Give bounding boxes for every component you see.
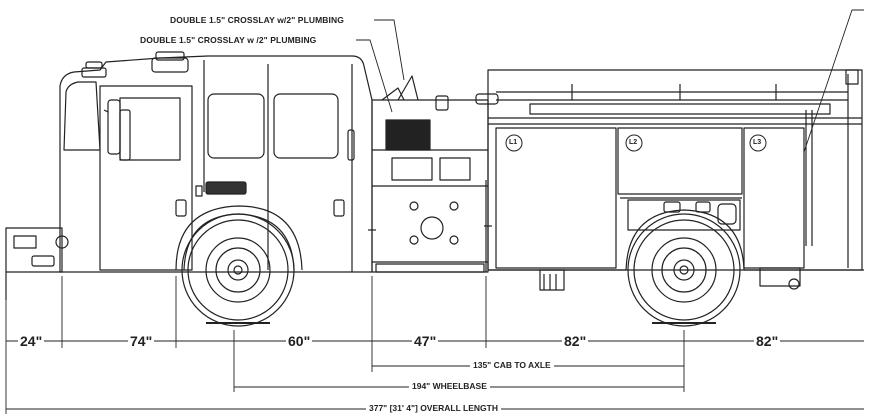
compartment-label-l1: L1 [509, 139, 518, 146]
dimension-60: 60" [286, 333, 313, 349]
dimension-82-first: 82" [562, 333, 589, 349]
crosslay-callout-upper: DOUBLE 1.5" CROSSLAY w/2" PLUMBING [170, 15, 344, 25]
crosslay-callout-lower: DOUBLE 1.5" CROSSLAY w /2" PLUMBING [140, 35, 317, 45]
dimension-82-second: 82" [754, 333, 781, 349]
pump-panel [368, 75, 499, 273]
apparatus-body [484, 69, 864, 291]
compartment-label-l2: L2 [629, 139, 638, 146]
rear-wheel [627, 213, 741, 327]
dimension-24: 24" [18, 333, 45, 349]
cab-to-axle-dimension: 135" CAB TO AXLE [470, 360, 554, 371]
front-wheel [181, 213, 295, 327]
wheelbase-dimension: 194" WHEELBASE [409, 381, 490, 392]
dimension-74: 74" [128, 333, 155, 349]
compartment-label-l3: L3 [753, 139, 762, 146]
cab [5, 51, 373, 300]
callout-leaders [356, 9, 864, 153]
overall-length-dimension: 377" [31' 4"] OVERALL LENGTH [366, 403, 501, 414]
dimension-47: 47" [412, 333, 439, 349]
